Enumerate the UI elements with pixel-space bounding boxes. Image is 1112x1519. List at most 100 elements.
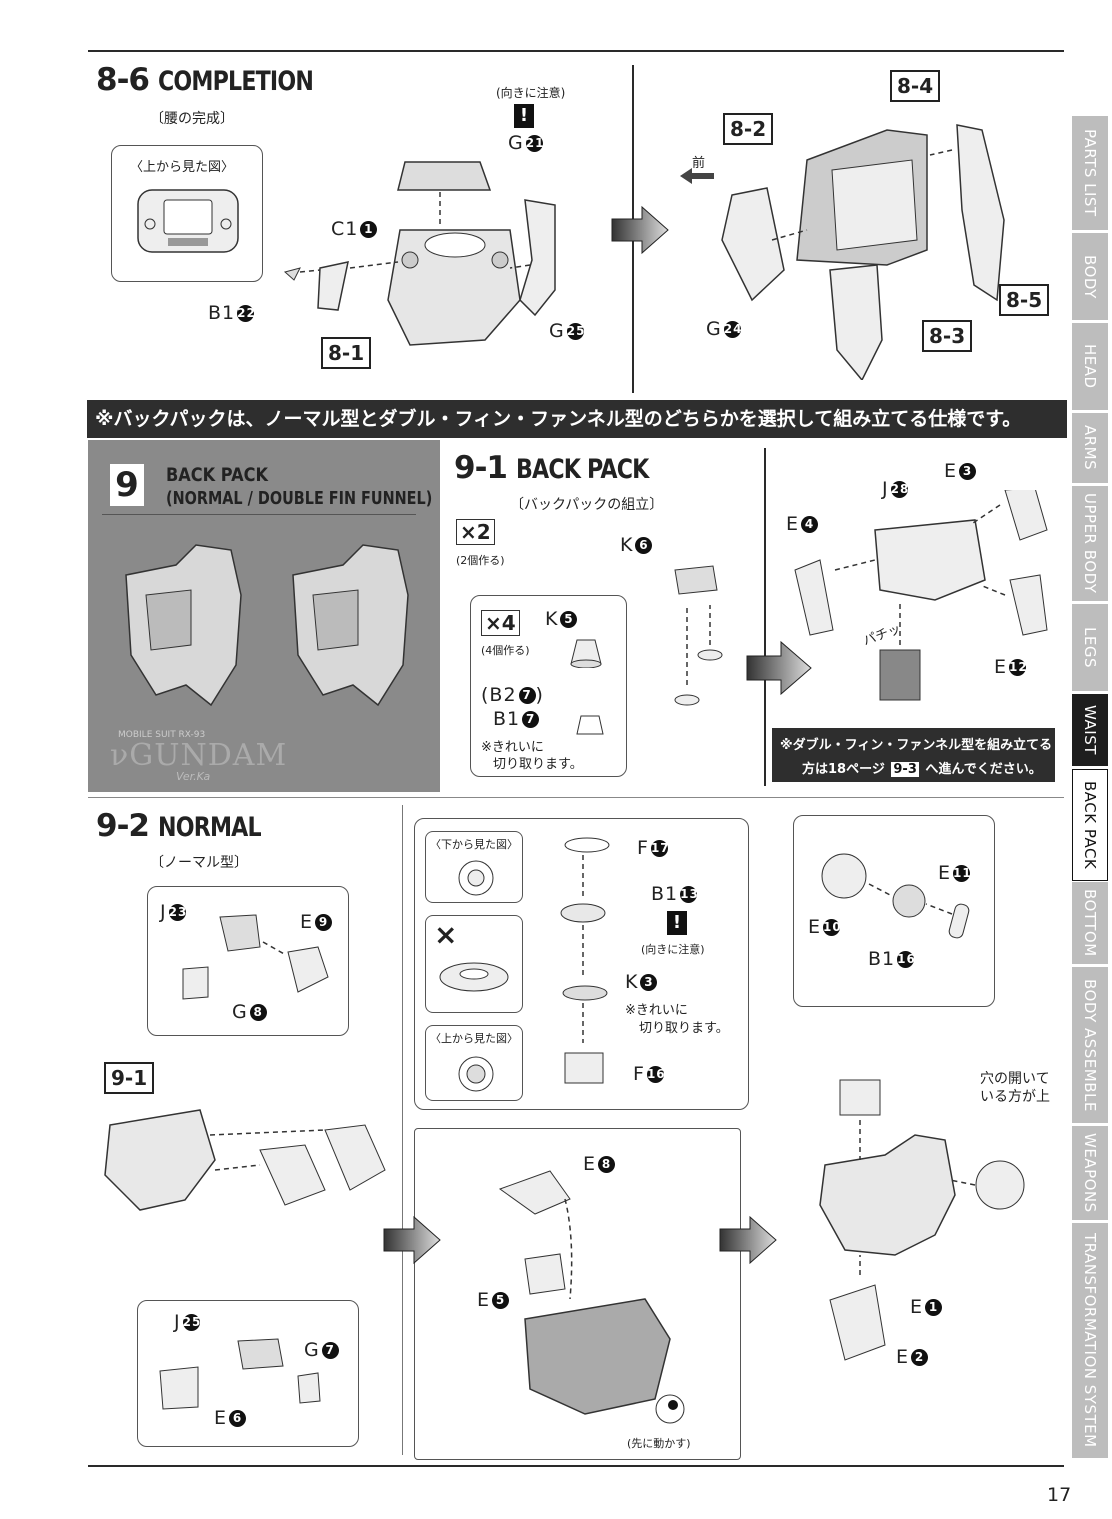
backpack-notice-banner: ※バックパックは、ノーマル型とダブル・フィン・ファンネル型のどちらかを選択して組… (87, 400, 1067, 438)
flow-arrow (746, 640, 812, 696)
ref-9-1: 9-1 (104, 1062, 155, 1094)
step-9-title-box: 9 BACK PACK (NORMAL / DOUBLE FIN FUNNEL) (102, 456, 432, 515)
make-four-badge: ×4 (481, 610, 520, 636)
step-9-subtitle: (NORMAL / DOUBLE FIN FUNNEL) (166, 488, 433, 509)
b1-part-drawing (576, 715, 604, 735)
top-view-inset: 〈上から見た図〉 (111, 145, 263, 282)
make-four-note: (4個作る) (481, 644, 530, 657)
step-9-2-heading: 9-2 NORMAL (96, 808, 283, 844)
gundam-logo-version: Ver.Ka (176, 770, 211, 783)
divider-9-1 (764, 448, 766, 786)
tab-waist[interactable]: WAIST (1072, 694, 1108, 766)
backpack-final-drawing (819, 1079, 1025, 1361)
backpack-frame-drawing (794, 490, 1048, 701)
tab-parts-list[interactable]: PARTS LIST (1072, 116, 1108, 230)
caution-icon: ! (514, 104, 534, 128)
flow-arrow (719, 1215, 777, 1265)
tab-head[interactable]: HEAD (1072, 323, 1108, 410)
step-subtitle: 〔ノーマル型〕 (150, 855, 248, 871)
top-view-label: 〈上から見た図〉 (430, 1032, 518, 1045)
ref-8-2: 8-2 (723, 113, 774, 145)
backpack-normal-drawing (125, 544, 242, 707)
bottom-rule (88, 1465, 1064, 1467)
tab-transformation-system[interactable]: TRANSFORMATION SYSTEM (1072, 1223, 1108, 1458)
ref-8-5: 8-5 (999, 284, 1050, 316)
j25-assembly-drawing (159, 1338, 321, 1410)
front-arrow-icon (680, 168, 714, 184)
hole-note-2: いる方が上 (980, 1089, 1050, 1105)
k5-cap-drawing (570, 639, 602, 668)
top-view-label: 〈上から見た図〉 (130, 160, 235, 175)
step-8-6-heading: 8-6 COMPLETION (96, 62, 347, 98)
cut-note-2: 切り取ります。 (639, 1021, 729, 1036)
cut-note-1: ※きれいに (625, 1003, 688, 1018)
bottom-view-subinset: 〈下から見た図〉 (425, 831, 523, 903)
b13-stack-drawing (560, 837, 610, 1084)
page-number: 17 (1047, 1484, 1072, 1506)
flow-arrow (611, 205, 669, 255)
tab-body[interactable]: BODY (1072, 233, 1108, 320)
wrong-mark-icon: × (434, 918, 458, 951)
caution-label: (向きに注意) (496, 86, 566, 100)
fin-funnel-note-box: ※ダブル・フィン・ファンネル型を組み立てる 方は18ページ 9-3 へ進んでくだ… (772, 728, 1055, 782)
tab-back-pack[interactable]: BACK PACK (1072, 769, 1108, 881)
tab-bottom[interactable]: BOTTOM (1072, 882, 1108, 964)
e8-e5-assembly-drawing (498, 1170, 685, 1424)
caution-icon: ! (667, 911, 687, 935)
top-view-drawing (458, 1056, 494, 1092)
top-rule (88, 50, 1064, 52)
gundam-logo-small: MOBILE SUIT RX-93 (118, 730, 206, 740)
bottom-view-label: 〈下から見た図〉 (430, 838, 518, 851)
make-two-badge: ×2 (456, 519, 495, 545)
step-title: COMPLETION (158, 66, 314, 97)
tab-weapons[interactable]: WEAPONS (1072, 1126, 1108, 1220)
tab-arms[interactable]: ARMS (1072, 413, 1108, 483)
section-rule-9-2 (88, 797, 1064, 798)
step-number: 9-1 (454, 450, 508, 486)
fin-funnel-note-line1: ※ダブル・フィン・ファンネル型を組み立てる (780, 738, 1053, 753)
cut-note-2: 切り取ります。 (493, 757, 583, 772)
backpack-normal-assembly-drawing (104, 1109, 386, 1211)
move-first-note: (先に動かす) (627, 1437, 691, 1450)
tab-upper-body[interactable]: UPPER BODY (1072, 486, 1108, 601)
tab-legs[interactable]: LEGS (1072, 604, 1108, 691)
bottom-view-drawing (458, 860, 494, 896)
step-title: BACK PACK (516, 454, 649, 485)
page-ref-9-3: 9-3 (891, 762, 919, 777)
divider-9-2 (402, 805, 403, 1455)
wrong-way-drawing (439, 962, 509, 992)
hole-note-1: 穴の開いて (980, 1071, 1050, 1087)
wrong-way-subinset: × (425, 915, 523, 1013)
flow-arrow (383, 1215, 441, 1265)
tab-body-assemble[interactable]: BODY ASSEMBLE (1072, 967, 1108, 1123)
waist-assembly-drawing (283, 161, 556, 346)
gundam-logo: νGUNDAM (110, 738, 288, 773)
k6-assembly-drawing (674, 565, 723, 706)
front-label: 前 (692, 156, 706, 171)
top-view-subinset: 〈上から見た図〉 (425, 1025, 523, 1101)
cut-note-1: ※きれいに (481, 740, 544, 755)
